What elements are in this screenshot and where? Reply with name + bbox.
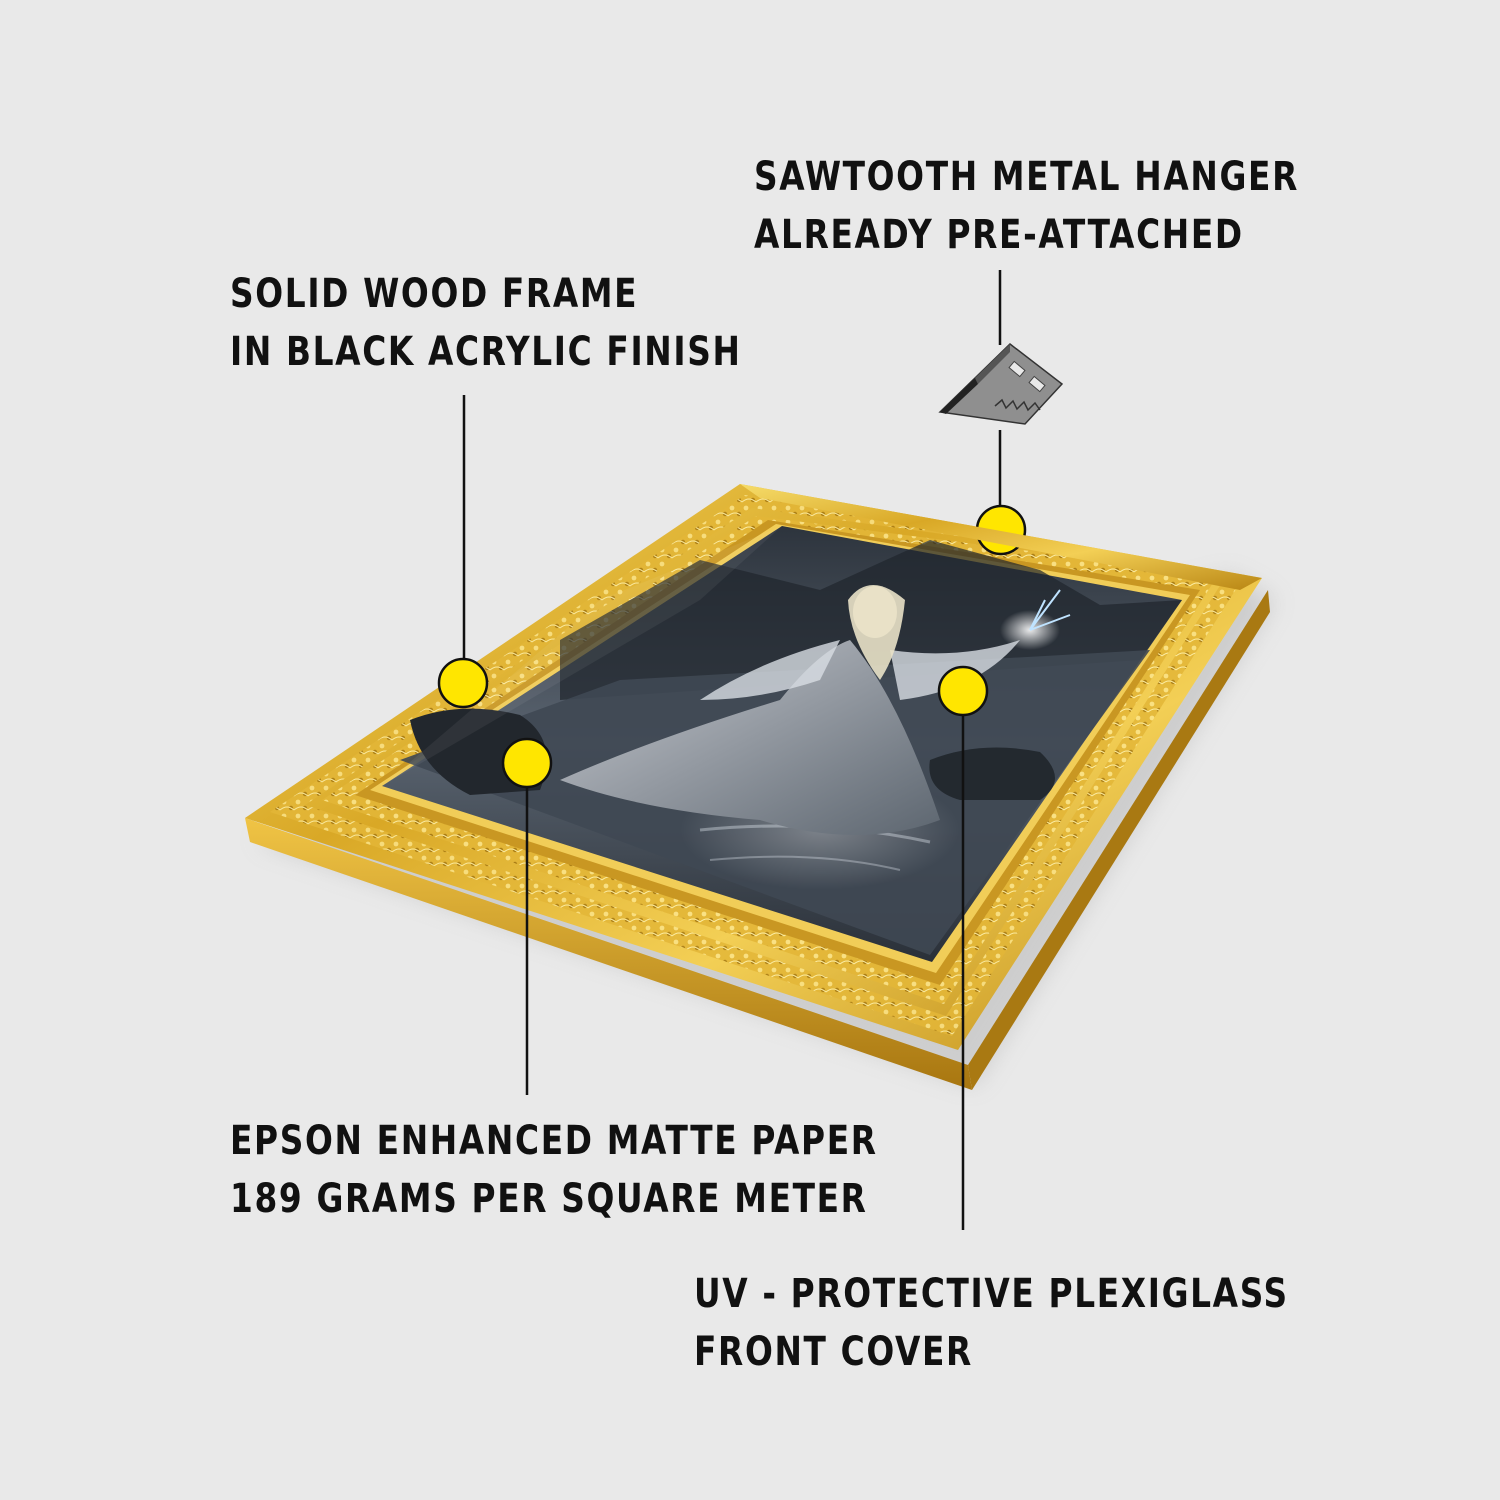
hanger-callout: SAWTOOTH METAL HANGER ALREADY PRE-ATTACH… <box>754 148 1299 264</box>
frame-callout-line1: SOLID WOOD FRAME <box>230 271 639 317</box>
frame-callout: SOLID WOOD FRAME IN BLACK ACRYLIC FINISH <box>230 265 742 381</box>
glass-callout: UV - PROTECTIVE PLEXIGLASS FRONT COVER <box>694 1265 1289 1381</box>
plexiglass-sheen <box>382 526 782 786</box>
paper-callout-line2: 189 GRAMS PER SQUARE METER <box>230 1176 868 1222</box>
paper-marker <box>501 737 553 789</box>
glass-callout-line2: FRONT COVER <box>694 1329 973 1375</box>
paper-callout-line1: EPSON ENHANCED MATTE PAPER <box>230 1118 878 1164</box>
hanger-callout-line1: SAWTOOTH METAL HANGER <box>754 154 1299 200</box>
markers <box>437 504 1027 789</box>
frame-top-edge <box>740 484 1262 590</box>
paper-callout: EPSON ENHANCED MATTE PAPER 189 GRAMS PER… <box>230 1112 878 1228</box>
callout-lines <box>462 270 1002 1230</box>
hanger-callout-line2: ALREADY PRE-ATTACHED <box>754 212 1244 258</box>
glass-marker <box>937 665 989 717</box>
sawtooth-hanger-icon <box>938 343 1064 425</box>
frame-callout-line2: IN BLACK ACRYLIC FINISH <box>230 329 742 375</box>
frame-marker <box>437 657 489 709</box>
glass-callout-line1: UV - PROTECTIVE PLEXIGLASS <box>694 1271 1289 1317</box>
